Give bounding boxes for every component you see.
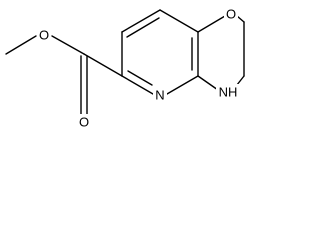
bond-c6-n5 <box>121 75 154 95</box>
ring-oxygen-mask <box>224 7 238 23</box>
bond-o1-c2 <box>236 15 245 23</box>
bond-c8a-o1 <box>197 15 226 33</box>
pyridine-nitrogen-label: N <box>155 87 164 102</box>
carbonyl-oxygen-label: O <box>79 114 89 129</box>
ester-oxygen-mask <box>37 27 51 43</box>
ring-oxygen-label: O <box>226 6 236 21</box>
bond-c6-n5-inner <box>127 70 153 86</box>
bond-c6-carbonyl <box>83 53 123 77</box>
chemical-structure-diagram: O N NH O O <box>5 6 245 130</box>
amine-nitrogen-label: NH <box>219 84 238 99</box>
bond-c7-c6-inner <box>126 17 160 38</box>
bond-carbonyl-ester-oxygen <box>51 35 85 55</box>
bond-n4-c4a <box>197 75 219 91</box>
amine-nitrogen-mask <box>216 84 240 100</box>
bonds <box>5 9 245 115</box>
carbonyl-oxygen-mask <box>77 114 91 130</box>
bond-n5-c4a <box>166 75 199 95</box>
atom-labels: O N NH O O <box>37 6 240 130</box>
pyridine-nitrogen-mask <box>153 87 167 103</box>
bond-ester-oxygen-methyl <box>5 35 37 55</box>
bond-c8-c7 <box>121 9 161 33</box>
ester-oxygen-label: O <box>39 27 49 42</box>
bond-c8a-c8 <box>159 9 199 33</box>
